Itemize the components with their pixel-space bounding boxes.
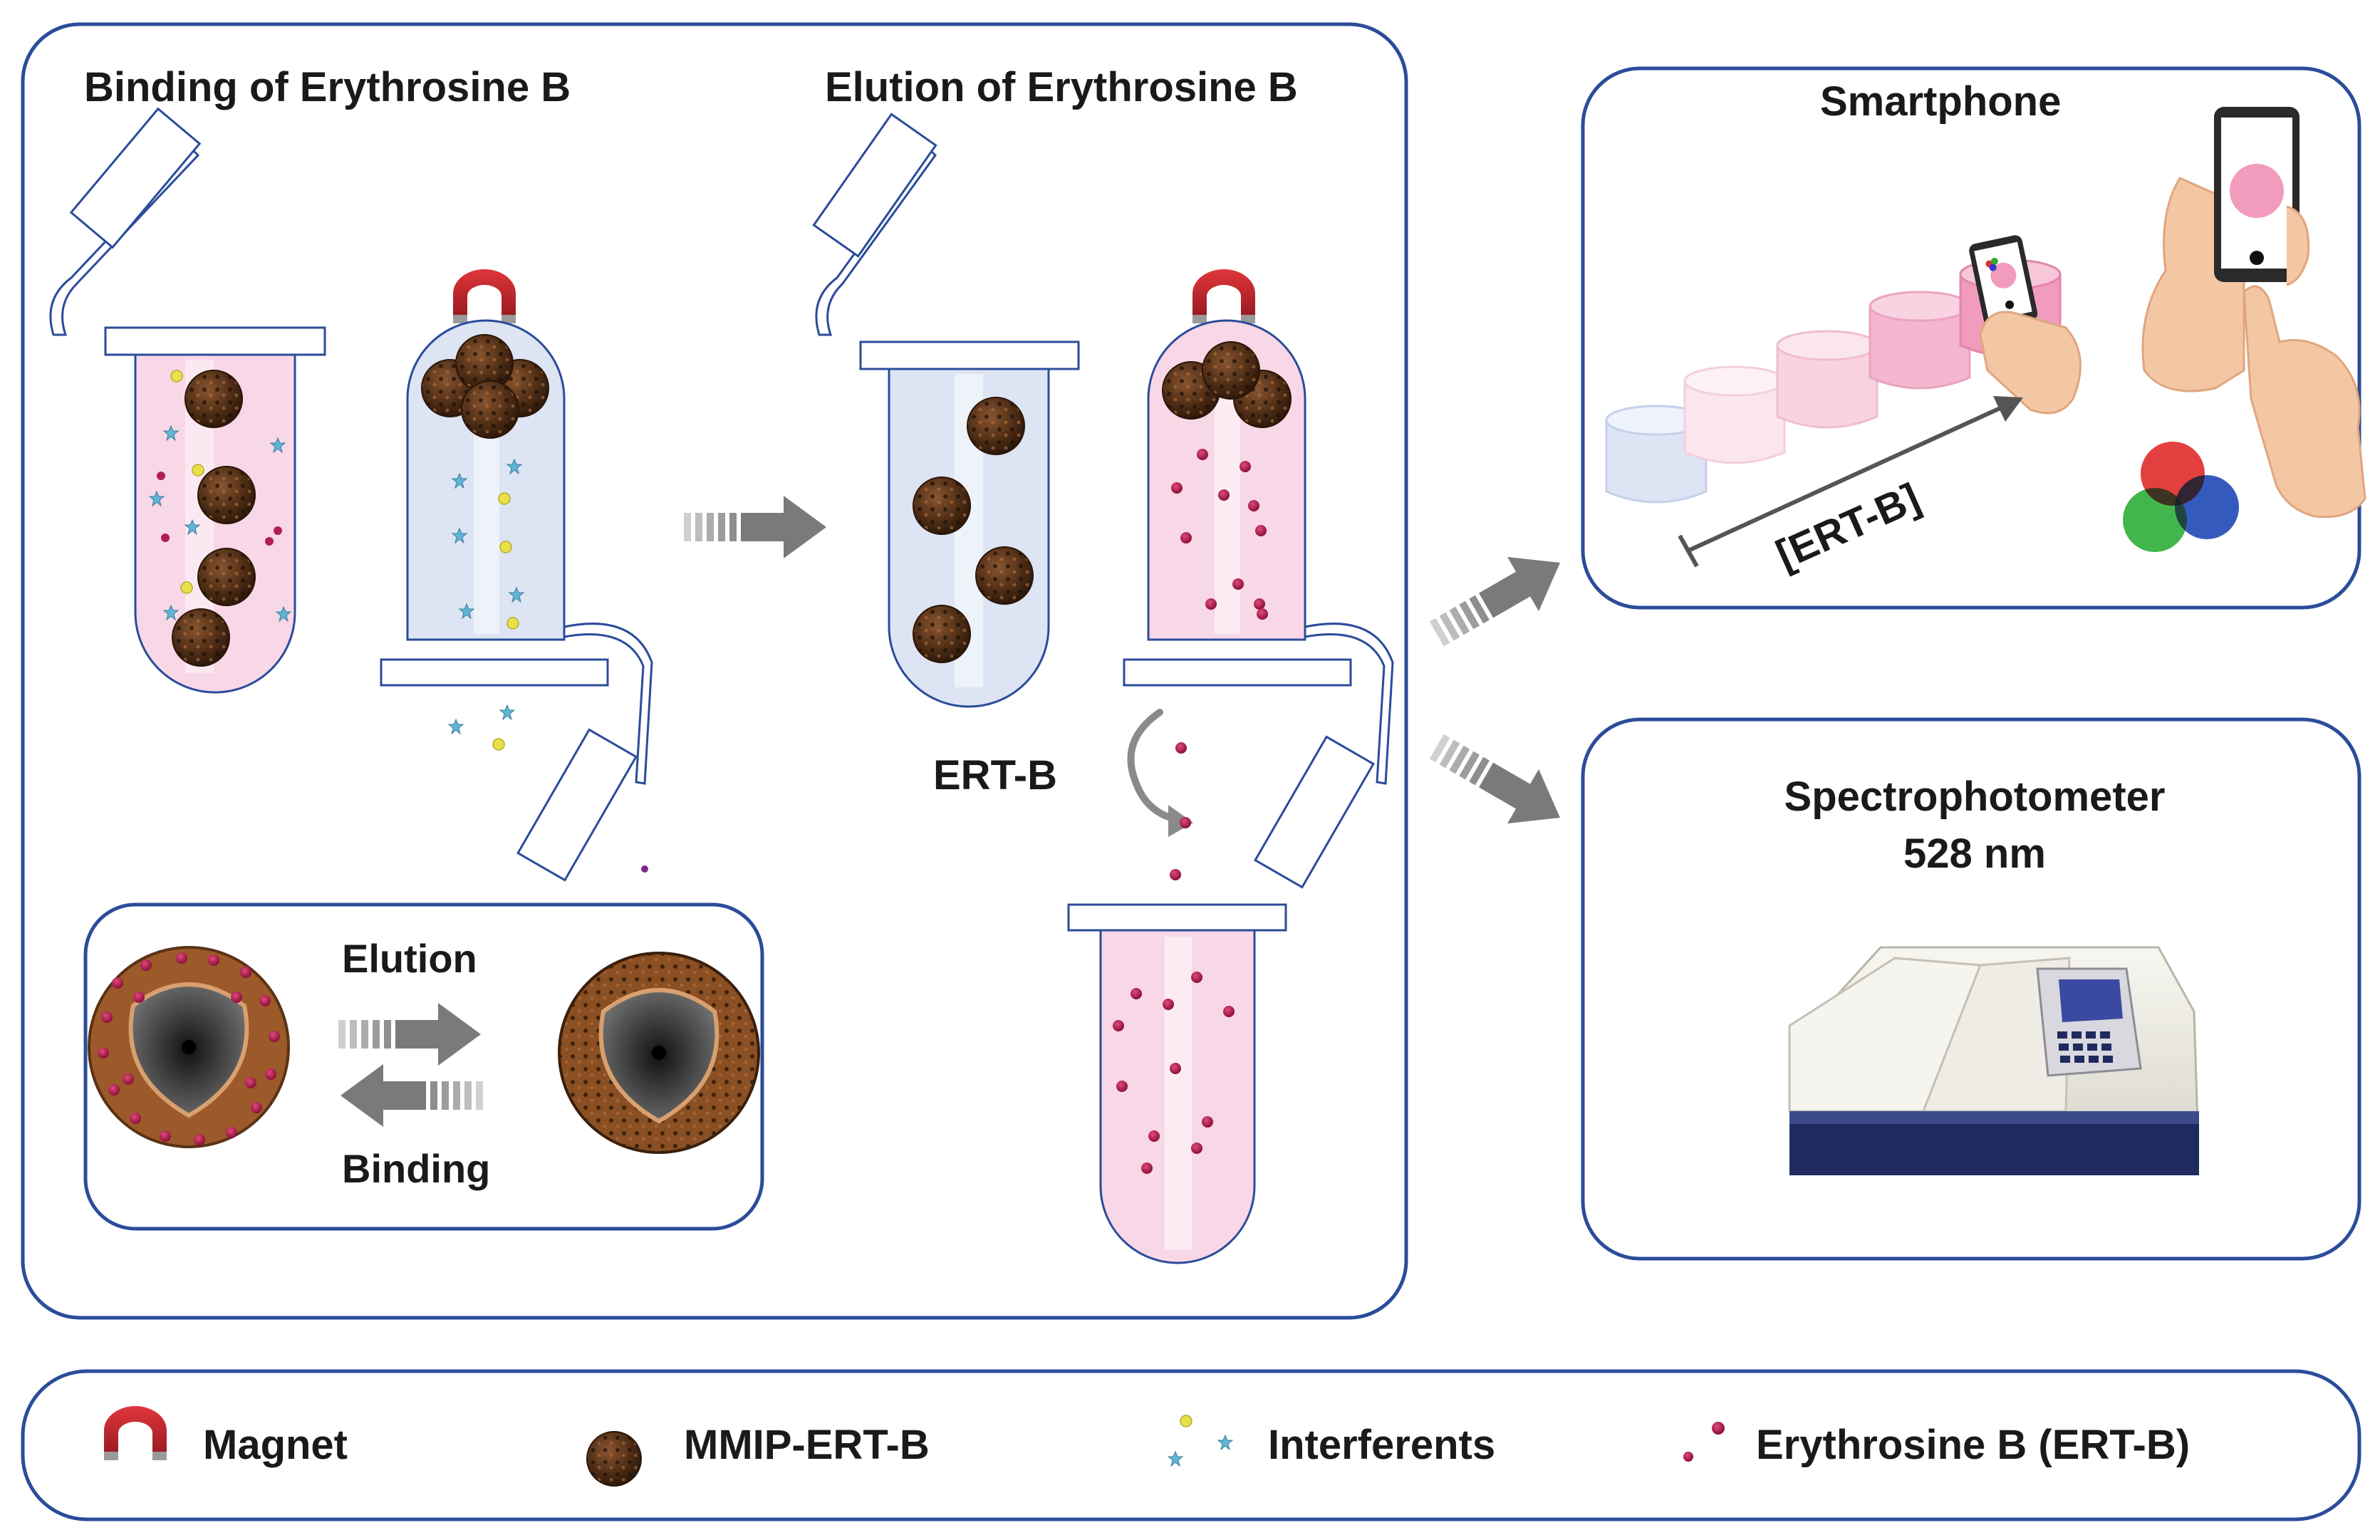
spectrophotometer-title: Spectrophotometer bbox=[1784, 774, 2166, 820]
spectrophotometer-icon bbox=[1788, 946, 2199, 1175]
legend-ertb-label: Erythrosine B (ERT-B) bbox=[1756, 1422, 2190, 1468]
binding-title: Binding of Erythrosine B bbox=[84, 64, 571, 110]
wavelength-label: 528 nm bbox=[1903, 831, 2046, 877]
elution-tube bbox=[812, 113, 1080, 708]
elution-title: Elution of Erythrosine B bbox=[825, 64, 1298, 110]
inset-binding-label: Binding bbox=[342, 1146, 490, 1191]
loaded-particle-dots bbox=[98, 952, 280, 1145]
rgb-color-icon bbox=[2123, 442, 2239, 552]
mmip-particle-icon bbox=[586, 1431, 642, 1487]
concentration-axis bbox=[1678, 396, 2023, 568]
empty-particle bbox=[558, 952, 760, 1154]
to-spectrophotometer-arrow-icon bbox=[1420, 719, 1576, 846]
binding-arrow-icon bbox=[341, 1064, 483, 1127]
legend-interferents-label: Interferents bbox=[1268, 1422, 1495, 1468]
small-hand bbox=[1979, 311, 2082, 415]
large-phone-icon bbox=[2141, 107, 2310, 392]
inset-elution-label: Elution bbox=[342, 936, 477, 981]
small-phone-icon bbox=[1969, 235, 2038, 329]
binding-tube bbox=[49, 107, 326, 694]
legend-mmip-label: MMIP-ERT-B bbox=[684, 1422, 930, 1468]
to-smartphone-arrow-icon bbox=[1420, 535, 1576, 662]
interferents-icon bbox=[1168, 1415, 1233, 1467]
eluate-tube bbox=[1067, 903, 1287, 1264]
elution-magnet-tube bbox=[1123, 269, 1394, 889]
loaded-particle bbox=[88, 946, 290, 1148]
smartphone-title: Smartphone bbox=[1820, 78, 2061, 125]
legend-magnet-label: Magnet bbox=[203, 1422, 348, 1468]
pointing-hand bbox=[2243, 285, 2366, 519]
binding-magnet-tube bbox=[380, 269, 653, 882]
erythrosine-dots-icon bbox=[1683, 1422, 1725, 1462]
ert-b-label: ERT-B bbox=[933, 752, 1057, 798]
